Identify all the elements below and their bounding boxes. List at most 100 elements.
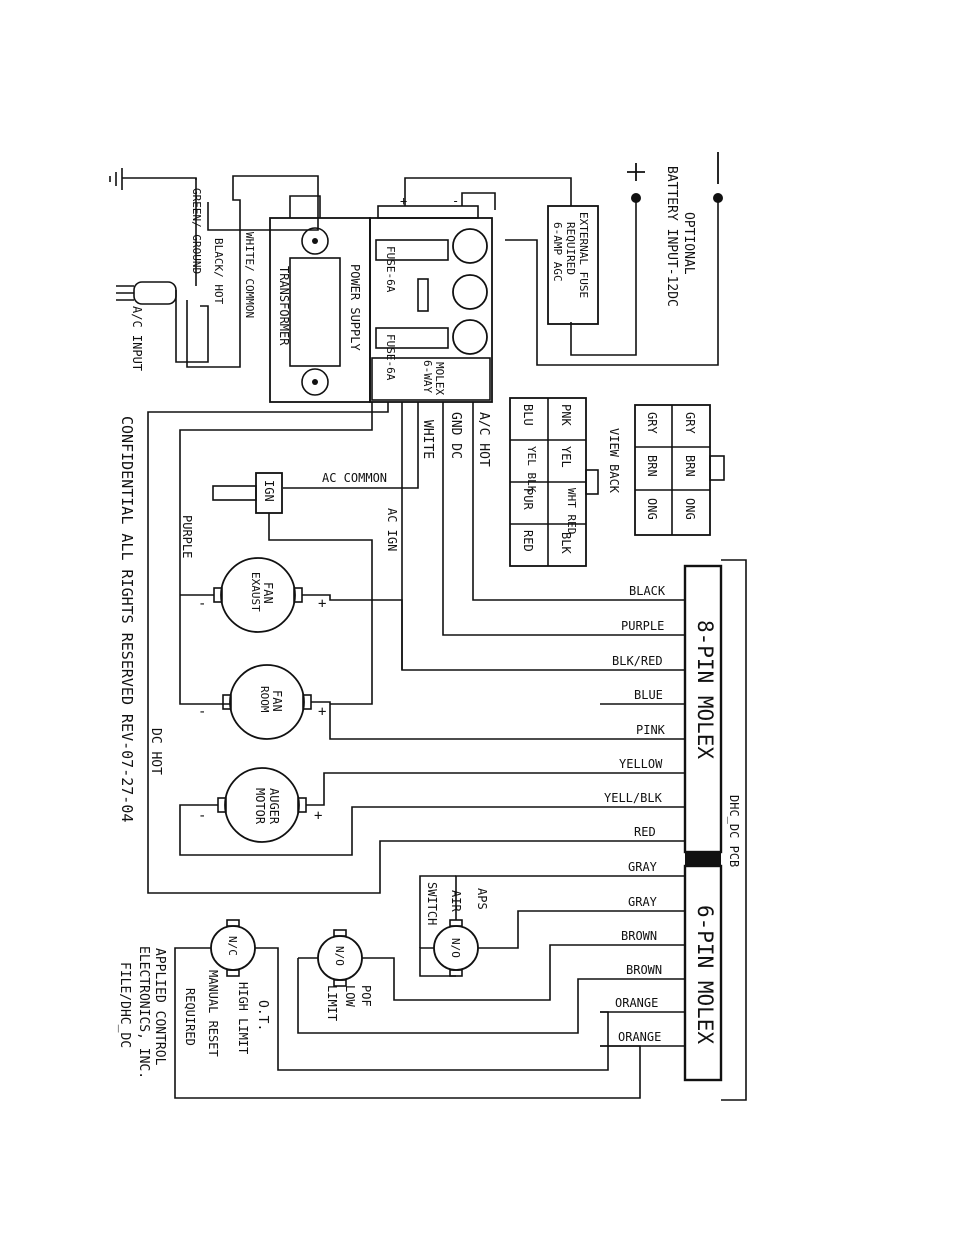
connector-6pin-key <box>709 455 725 481</box>
pin8-label-4: BLUE <box>634 688 663 702</box>
battery-input: OPTIONAL BATTERY INPUT-12DC <box>505 152 723 366</box>
fuse-a-label: FUSE-6A <box>384 246 397 293</box>
ac-plug <box>133 281 177 305</box>
fan-room-line2: ROOM <box>258 686 271 713</box>
pin8-r1c2: YEL <box>559 446 573 468</box>
pof-line3: LIMIT <box>325 985 339 1021</box>
pin6-r2c3: ONG <box>645 498 659 520</box>
aps-line3: SWITCH <box>425 882 439 925</box>
power-supply-label: POWER SUPPLY <box>348 264 362 351</box>
pin8-r1c1: PNK <box>559 404 573 426</box>
igniter-element <box>212 485 257 501</box>
fan-exhaust-motor <box>220 557 296 633</box>
capacitor-1 <box>452 228 488 264</box>
relay-chip <box>417 278 429 312</box>
auger-plus: + <box>314 808 322 824</box>
external-fuse-line1: EXTERNAL FUSE <box>577 212 590 298</box>
confidential-notice: CONFIDENTIAL ALL RIGHTS RESERVED REV-07-… <box>118 416 136 822</box>
pin8-r1c4: BLK <box>559 532 573 554</box>
pin6-label-2: GRAY <box>628 895 658 909</box>
battery-line1: OPTIONAL <box>681 212 696 275</box>
ac-green-label: GREEN/ GROUND <box>190 188 203 274</box>
molex-line2: 6-WAY <box>421 360 434 393</box>
ot-nc-label: N/C <box>226 936 239 956</box>
fuse-a <box>375 239 449 261</box>
ps-plus-label: + <box>400 194 407 208</box>
pin8-r2c4: RED <box>521 530 535 552</box>
pin6-label-1: GRAY <box>628 860 658 874</box>
fan-exhaust-line2: EXAUST <box>249 572 262 612</box>
ac-input: A/C INPUT GREEN/ GROUND BLACK/ HOT WHITE… <box>109 168 321 371</box>
pof-no-label: N/O <box>333 946 346 966</box>
pin8-label-7: YELL/BLK <box>604 791 663 805</box>
pin8-label-8: RED <box>634 825 656 839</box>
ps-minus-label: - <box>452 194 459 208</box>
external-fuse: EXTERNAL FUSE REQUIRED 6-AMP AGC <box>404 177 599 325</box>
fan-room-line1: FAN <box>270 690 284 712</box>
pin6-label-6: ORANGE <box>618 1030 661 1044</box>
battery-line2: BATTERY INPUT-12DC <box>664 166 679 307</box>
transformer-mount-2 <box>301 368 329 396</box>
auger-motor: AUGER MOTOR + - <box>179 767 600 856</box>
capacitor-3 <box>452 319 488 355</box>
fan-room-motor <box>229 664 305 740</box>
auger-line1: AUGER <box>267 788 281 825</box>
pin6-r1c1: GRY <box>683 412 697 434</box>
molex-divider <box>685 852 721 866</box>
fan-room: FAN ROOM + - <box>198 664 600 740</box>
gnd-dc-label: GND DC <box>448 412 463 459</box>
power-supply-terminal-strip <box>377 205 479 219</box>
pof-line2: LOW <box>343 985 357 1007</box>
aps-air-switch: N/O APS AIR SWITCH <box>419 875 600 977</box>
ot-high-limit: N/C O.T. HIGH LIMIT MANUAL RESET REQUIRE… <box>174 919 641 1099</box>
pin8-label-5: PINK <box>636 723 666 737</box>
pin8-label-3: BLK/RED <box>612 654 663 668</box>
connector-8pin-view: PNK YEL WHT RED BLK BLU YEL BLK PUR RED <box>509 397 599 567</box>
aps-no-label: N/O <box>449 938 462 958</box>
pin8-label-1: BLACK <box>629 584 666 598</box>
auger-line2: MOTOR <box>253 788 267 825</box>
fan-exhaust-line1: FAN <box>261 582 275 604</box>
igniter: IGN <box>212 472 373 705</box>
transformer-core <box>289 257 341 367</box>
aps-line2: AIR <box>449 890 463 912</box>
capacitor-2 <box>452 274 488 310</box>
pin8-wires: BLACK PURPLE BLK/RED BLUE PINK YELLOW YE… <box>600 584 685 842</box>
ac-common-label: AC COMMON <box>322 471 387 485</box>
white-label: WHITE <box>420 420 435 459</box>
power-supply: + - FUSE-6A FUSE-6A MOLEX 6-WAY POWER SU… <box>269 194 493 403</box>
pcb: 8-PIN MOLEX 6-PIN MOLEX DHC_DC PCB <box>683 559 747 1101</box>
ign-label: IGN <box>262 480 276 502</box>
auger-motor-body <box>224 767 300 843</box>
pin8-r2c1: BLU <box>521 404 535 426</box>
pin6-r2c2: BRN <box>645 455 659 477</box>
pcb-label: DHC_DC PCB <box>727 795 741 867</box>
pin8-r1c3: WHT RED <box>565 488 578 534</box>
molex-6way-block <box>371 357 491 401</box>
view-back-caption: VIEW BACK <box>607 428 621 494</box>
molex-line1: MOLEX <box>433 362 446 395</box>
pin6-r1c2: BRN <box>683 455 697 477</box>
auger-minus: - <box>198 808 206 824</box>
ac-white-label: WHITE/ COMMON <box>243 232 256 318</box>
pin8-label-6: YELLOW <box>619 757 663 771</box>
dc-hot-label: DC HOT <box>148 728 163 775</box>
fuse-b <box>375 327 449 349</box>
external-fuse-line3: 6-AMP AGC <box>551 222 564 282</box>
aps-line1: APS <box>475 888 489 910</box>
molex8-label: 8-PIN MOLEX <box>693 620 717 759</box>
purple-label: PURPLE <box>180 515 194 558</box>
external-fuse-line2: REQUIRED <box>564 222 577 275</box>
company-line1: APPLIED CONTROL <box>152 948 167 1066</box>
external-fuse-box <box>547 205 599 325</box>
company-line2: ELECTRONICS, INC. <box>136 946 151 1079</box>
footer: CONFIDENTIAL ALL RIGHTS RESERVED REV-07-… <box>117 416 167 1079</box>
connector-6pin-view: GRY BRN ONG GRY BRN ONG VIEW BACK <box>607 404 725 536</box>
ac-input-label: A/C INPUT <box>130 306 144 371</box>
transformer-label: TRANSFORMER <box>277 266 291 346</box>
connector-8pin-key <box>585 469 599 495</box>
ps-output-wires: A/C HOT GND DC WHITE AC COMMON AC IGN PU… <box>147 402 600 894</box>
ac-ign-label: AC IGN <box>385 508 399 551</box>
